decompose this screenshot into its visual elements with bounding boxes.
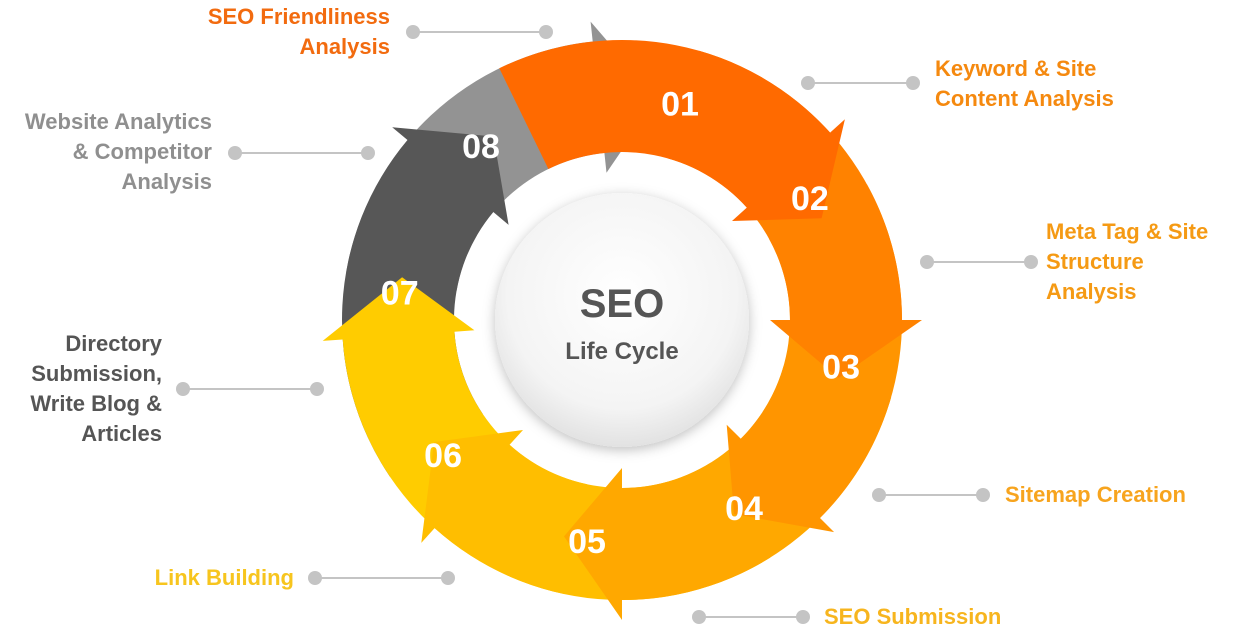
connector-01: [406, 25, 553, 39]
connector-03: [920, 255, 1038, 269]
step-label-line: Meta Tag & Site: [1046, 219, 1209, 244]
step-number-04: 04: [725, 490, 763, 528]
step-number-02: 02: [791, 180, 829, 218]
step-number-03: 03: [822, 349, 860, 387]
step-label-line: Submission,: [31, 361, 162, 386]
center-title: SEO: [579, 282, 665, 326]
step-label-04: Sitemap Creation: [1005, 480, 1227, 510]
step-label-05: SEO Submission: [824, 602, 1044, 632]
step-label-line: SEO Submission: [824, 604, 1002, 629]
step-number-07: 07: [381, 275, 419, 313]
step-label-line: & Competitor: [72, 139, 212, 164]
step-label-line: Analysis: [299, 34, 391, 59]
step-label-line: Analysis: [121, 169, 213, 194]
step-label-line: Content Analysis: [935, 86, 1114, 111]
step-number-08: 08: [462, 128, 500, 166]
connector-04: [872, 488, 990, 502]
step-label-line: Write Blog &: [30, 391, 162, 416]
connector-02: [801, 76, 920, 90]
step-label-line: Analysis: [1046, 279, 1137, 304]
connector-06: [308, 571, 455, 585]
step-label-line: Keyword & Site: [935, 56, 1097, 81]
connector-07: [176, 382, 324, 396]
connectors-layer: [176, 25, 1038, 624]
step-label-line: Directory: [65, 331, 162, 356]
step-number-06: 06: [424, 437, 462, 475]
step-label-line: Articles: [81, 421, 162, 446]
step-label-line: Website Analytics: [24, 109, 212, 134]
step-number-01: 01: [661, 86, 699, 124]
step-label-line: SEO Friendliness: [207, 4, 390, 29]
cycle-segment-01: [499, 39, 845, 221]
numbers-layer: 01 02 03 04 05 06 07 08: [381, 86, 860, 562]
step-label-line: Link Building: [154, 565, 294, 590]
connector-05: [692, 610, 810, 624]
step-label-line: Structure: [1046, 249, 1144, 274]
segments-layer: [322, 21, 922, 620]
step-label-line: Sitemap Creation: [1005, 482, 1186, 507]
center-subtitle: Life Cycle: [565, 338, 679, 365]
step-label-06: Link Building: [100, 563, 294, 593]
center-circle: [495, 193, 749, 447]
step-number-05: 05: [568, 523, 606, 561]
connector-08: [228, 146, 375, 160]
